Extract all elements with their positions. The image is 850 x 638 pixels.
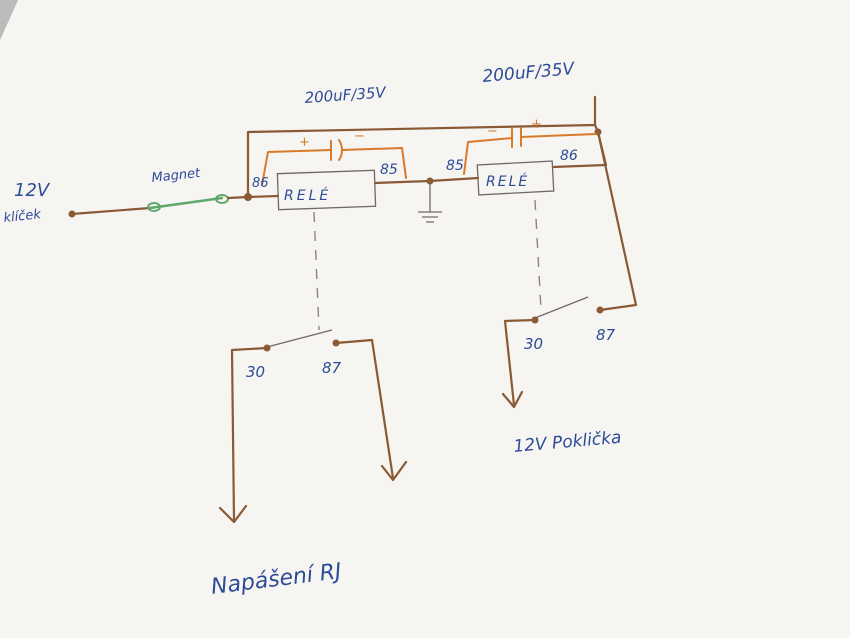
right-contact-87: [596, 306, 604, 314]
cap-right-minus: −: [487, 124, 498, 139]
supply-label-top: 12V: [14, 180, 51, 201]
left-contact-lever: [266, 329, 333, 348]
right-pin86-wire: [551, 163, 608, 169]
top-bus-wire: [246, 95, 597, 199]
relay-left-label: RELÉ: [284, 187, 331, 204]
left-pin86-wire: [246, 194, 280, 199]
cap-left-plus: +: [299, 135, 310, 150]
left-output-30-arrow: [218, 504, 248, 524]
right-contact-lever: [534, 296, 589, 319]
cap-right-wire-b: [520, 133, 597, 138]
supply-terminal: [68, 210, 76, 218]
cap-right-wire-a: [463, 137, 513, 175]
table-corner: [0, 0, 18, 40]
right-output-wire: [503, 318, 537, 407]
relay-left-box: [276, 169, 377, 211]
contact-right-87-label: 87: [596, 326, 616, 344]
magnet-label: Magnet: [151, 166, 202, 186]
pin-left-85: 85: [380, 162, 398, 178]
supply-label-bottom: klíček: [3, 207, 42, 226]
left-output-87-arrow: [380, 460, 408, 482]
pin-right-86: 86: [560, 148, 578, 164]
magnet-contact-left: [147, 202, 161, 212]
relay-left-link: [313, 211, 320, 331]
cap-left-wire-b: [341, 147, 407, 179]
cap-left-minus: −: [354, 129, 365, 144]
left-output-87-wire: [334, 338, 395, 480]
left-output-30-wire: [230, 346, 269, 522]
relay-right-box: [476, 160, 555, 196]
right-output-arrow: [501, 390, 524, 409]
right-feed-to-87: [596, 130, 638, 312]
supply-wire: [70, 206, 152, 216]
contact-left-30-label: 30: [246, 363, 265, 381]
pin-right-85: 85: [446, 158, 464, 174]
cap-left-wire-a: [261, 149, 332, 186]
pin-left-86: 86: [252, 176, 269, 191]
cap-left-value: 200uF/35V: [304, 83, 388, 107]
contact-right-30-label: 30: [524, 335, 543, 353]
contact-left-87-label: 87: [322, 359, 342, 377]
ground-symbol: [418, 211, 442, 223]
magnet-switch-wire: [148, 196, 224, 210]
cap-right-plus: +: [531, 117, 542, 132]
relay-right-label: RELÉ: [486, 173, 529, 190]
